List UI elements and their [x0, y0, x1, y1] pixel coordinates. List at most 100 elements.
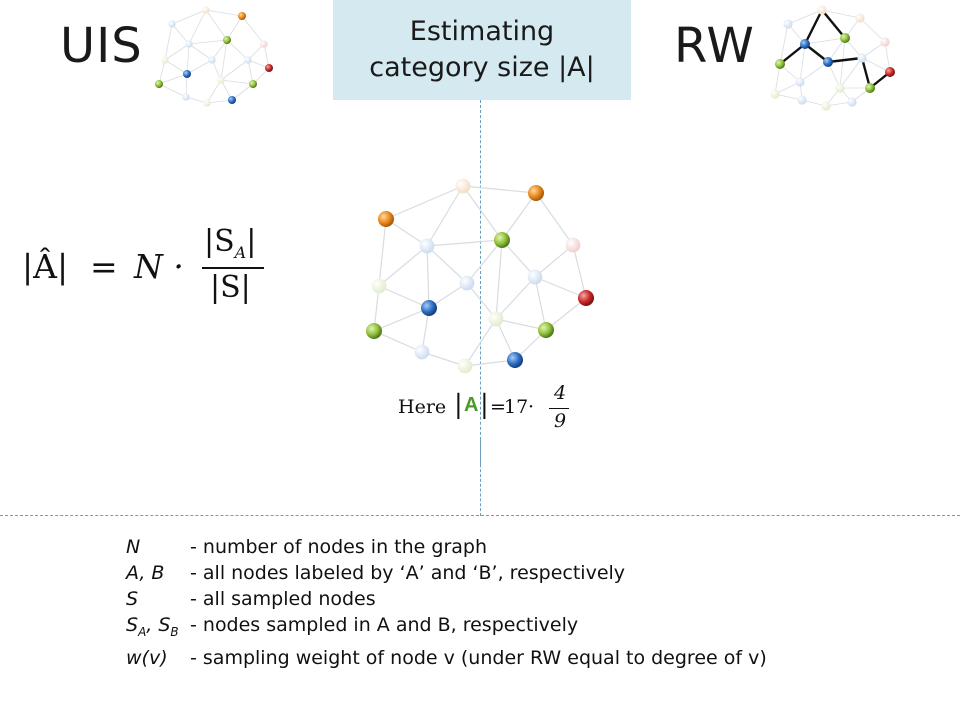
graph-edge [188, 39, 228, 45]
horizontal-divider [0, 515, 960, 516]
walk-edge [860, 57, 872, 89]
term-comma-s: , S [146, 614, 171, 636]
graph-edge [205, 9, 243, 17]
graph-edge [804, 37, 846, 45]
estimator-formula: |Â| = N · |SA| |S| [22, 222, 264, 312]
formula-lhs: |Â| [22, 247, 69, 286]
example-dot: · [528, 396, 535, 418]
graph-node-unsampled [795, 77, 805, 87]
graph-node-green [223, 36, 231, 44]
graph-edge [220, 59, 249, 81]
legend-desc: - sampling weight of node v (under RW eq… [190, 646, 767, 669]
graph-node-unsampled [797, 95, 807, 105]
title-line-1: Estimating [409, 16, 555, 47]
graph-node-green [155, 80, 163, 88]
walk-edge [803, 9, 824, 45]
graph-node-unsampled [835, 83, 845, 93]
graph-edge [779, 23, 789, 65]
fraction-denominator: 9 [554, 410, 567, 432]
graph-node-red [578, 290, 594, 306]
graph-edge [799, 43, 806, 83]
graph-edge [186, 43, 190, 75]
graph-edge [188, 43, 213, 61]
graph-edge [462, 185, 537, 194]
graph-node-green [865, 83, 875, 93]
graph-edge [263, 43, 270, 69]
graph-edge [501, 192, 537, 241]
numerator-sub: A [234, 243, 247, 262]
graph-edge [861, 57, 891, 73]
walk-edge [821, 9, 846, 39]
graph-edge [206, 79, 222, 104]
graph-edge [426, 245, 430, 309]
graph-edge [534, 244, 574, 278]
graph-node-red [885, 67, 895, 77]
formula-n: N · [134, 247, 184, 286]
graph-node-orange [528, 185, 544, 201]
graph-edge [839, 37, 846, 89]
graph-node-unsampled [244, 56, 252, 64]
graph-node-blue [183, 70, 191, 78]
graph-node-orange [238, 12, 246, 20]
graph-edge [495, 318, 547, 331]
example-formula: Here | A | = 17 · 4 9 [396, 382, 616, 442]
graph-edge [171, 9, 207, 25]
vertical-divider-bottom [480, 440, 481, 516]
graph-edge [545, 297, 587, 331]
title-box: Estimating category size |A| [333, 0, 631, 100]
graph-edge [188, 9, 207, 45]
graph-node-green [775, 59, 785, 69]
graph-edge [241, 15, 265, 45]
graph-edge [206, 99, 233, 104]
graph-node-blue [228, 96, 236, 104]
graph-edge [426, 239, 503, 247]
legend-desc: - all nodes labeled by ‘A’ and ‘B’, resp… [190, 562, 626, 584]
graph-node-green [249, 80, 257, 88]
graph-node-green [840, 33, 850, 43]
graph-node-green [494, 232, 510, 248]
walk-edge [827, 56, 863, 64]
graph-edge [186, 59, 213, 75]
graph-edge [226, 39, 249, 61]
graph-node-unsampled [488, 311, 504, 327]
graph-edge [501, 239, 536, 278]
legend-row: w(v) - sampling weight of node v (under … [126, 645, 767, 671]
formula-numerator: |SA| [204, 224, 256, 262]
vertical-divider-top [480, 100, 481, 465]
numerator-s: |S [204, 224, 235, 259]
graph-edge [385, 218, 428, 247]
graph-node-green [538, 322, 554, 338]
walk-edge [779, 43, 806, 65]
legend-row: S - all sampled nodes [126, 586, 767, 612]
graph-edge [774, 93, 803, 101]
graph-edge [861, 41, 886, 59]
graph-node-blue [507, 352, 523, 368]
graph-edge [774, 63, 781, 95]
legend-desc: - nodes sampled in A and B, respectively [190, 614, 579, 636]
graph-edge [787, 9, 823, 25]
graph-node-unsampled [217, 76, 225, 84]
graph-edge [373, 307, 430, 332]
graph-node-unsampled [527, 269, 543, 285]
term-s: S [126, 614, 139, 636]
graph-node-unsampled [203, 99, 211, 107]
graph-edge [171, 23, 190, 45]
graph-edge [247, 59, 254, 85]
graph-node-unsampled [161, 56, 169, 64]
graph-edge [534, 276, 547, 331]
graph-edge [378, 245, 428, 287]
legend-term: A, B [126, 562, 165, 584]
graph-node-unsampled [168, 20, 176, 28]
graph-edge [839, 57, 863, 89]
graph-node-unsampled [414, 344, 430, 360]
graph-node-red [265, 64, 273, 72]
graph-node-unsampled [371, 278, 387, 294]
graph-edge [220, 39, 228, 81]
term-sub-b: B [170, 624, 179, 639]
graph-edge [158, 83, 187, 98]
here-word: Here [398, 396, 447, 418]
graph-node-unsampled [419, 238, 435, 254]
title-line-2: category size |A| [369, 52, 595, 83]
graph-edge [464, 359, 516, 367]
legend-row: SA, SB - nodes sampled in A and B, respe… [126, 612, 767, 645]
